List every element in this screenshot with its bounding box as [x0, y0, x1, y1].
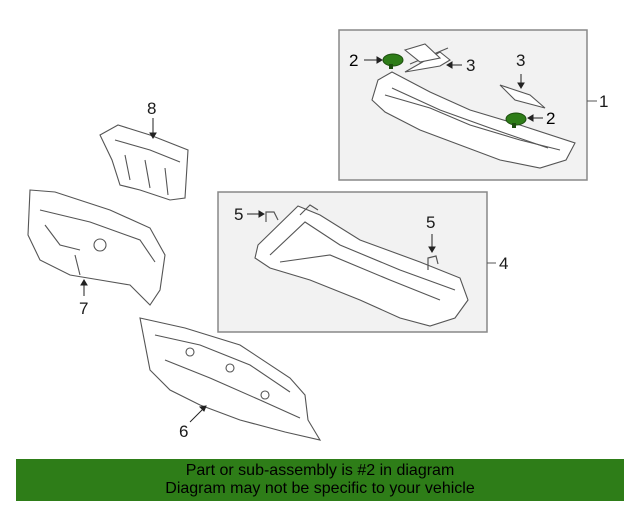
leader-arrow-6	[189, 405, 207, 423]
callout-5-right: 5	[426, 213, 436, 232]
callout-2-right: 2	[546, 109, 556, 128]
callout-4: 4	[499, 254, 509, 273]
highlighted-part-2	[382, 53, 527, 128]
callout-8: 8	[147, 99, 157, 118]
dashboard-panel-part-7	[27, 189, 166, 306]
leader-arrows-box4	[247, 210, 436, 253]
leader-arrows-box1	[364, 56, 543, 122]
dash-insulator-part-8	[99, 124, 189, 201]
banner-line-1: Part or sub-assembly is #2 in diagram	[185, 462, 455, 479]
clips-part-5	[265, 211, 439, 270]
dash-lower-part-6	[139, 317, 322, 441]
weatherstrip-parts	[403, 43, 546, 109]
callout-3-right: 3	[516, 51, 526, 70]
banner-line-2: Diagram may not be specific to your vehi…	[165, 480, 475, 497]
callout-2-top: 2	[349, 51, 359, 70]
cowl-top-panel	[371, 47, 576, 169]
leader-arrow-7	[80, 279, 88, 296]
callout-7: 7	[79, 299, 89, 318]
callout-1: 1	[599, 92, 609, 111]
callout-6: 6	[179, 422, 189, 441]
callout-5-left: 5	[234, 205, 244, 224]
info-banner: Part or sub-assembly is #2 in diagram Di…	[16, 459, 624, 501]
callout-3-top: 3	[466, 56, 476, 75]
cowl-assembly	[254, 204, 469, 327]
leader-arrow-8	[149, 118, 157, 139]
